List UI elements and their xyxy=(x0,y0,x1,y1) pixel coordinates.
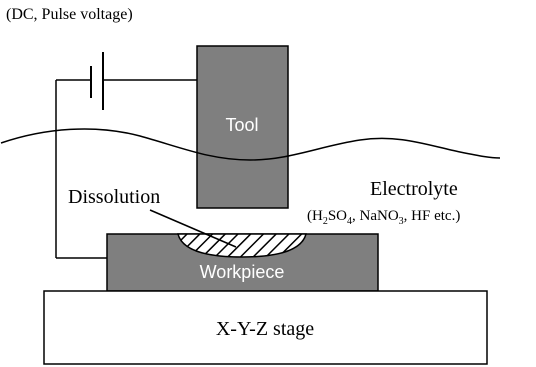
workpiece-label: Workpiece xyxy=(200,262,285,282)
electrolyte-surface-line xyxy=(0,128,501,161)
dissolution-label: Dissolution xyxy=(68,186,160,208)
xyz-stage xyxy=(43,290,488,365)
tool-label: Tool xyxy=(225,115,258,135)
dissolution-leader-line xyxy=(149,209,237,248)
electrolyte-examples: (H2SO4, NaNO3, HF etc.) xyxy=(307,208,460,227)
tool-electrode xyxy=(196,45,289,209)
dissolution-region xyxy=(177,233,307,258)
stage-label: X-Y-Z stage xyxy=(216,318,314,340)
circuit-wire xyxy=(55,79,197,259)
power-source-label: (DC, Pulse voltage) xyxy=(6,6,133,23)
battery-icon xyxy=(90,52,104,110)
electrolyte-label: Electrolyte xyxy=(370,178,458,200)
